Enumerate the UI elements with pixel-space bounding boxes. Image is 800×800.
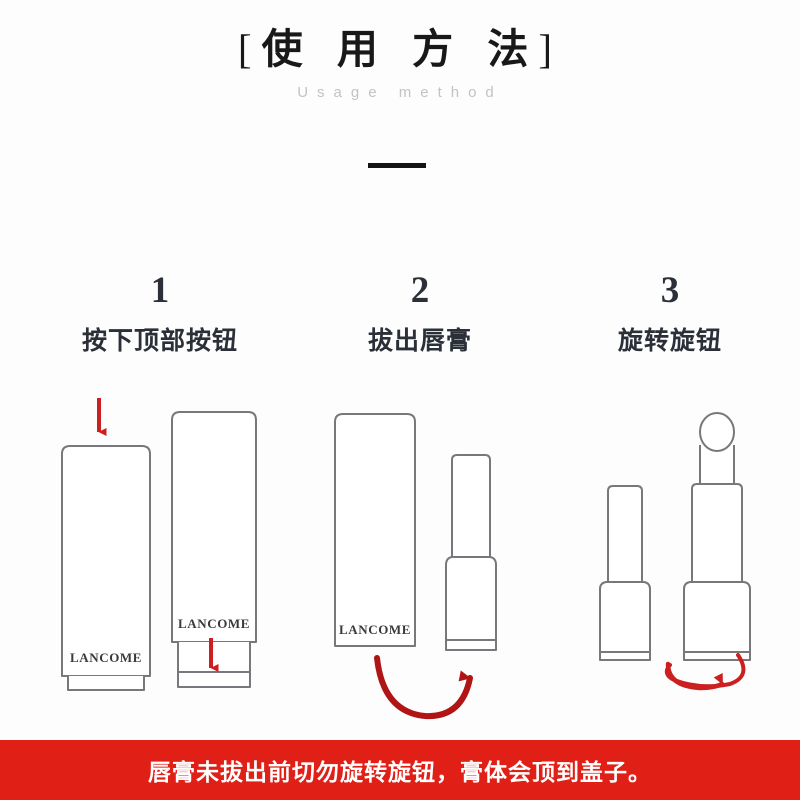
step-2-cap	[334, 413, 416, 647]
page-header: [使 用 方 法] Usage method	[0, 25, 800, 102]
step-1-closed-tube	[61, 445, 151, 691]
step-2-arrow-curve	[374, 655, 473, 720]
warning-banner: 唇膏未拔出前切勿旋转旋钮，膏体会顶到盖子。	[0, 740, 800, 800]
step-1-caption: 1 按下顶部按钮	[30, 272, 290, 357]
step-3-label: 旋转旋钮	[617, 326, 722, 355]
brand-label-step2-cap: LANCOME	[339, 622, 411, 637]
step-1-label: 按下顶部按钮	[81, 326, 238, 355]
step-1-number: 1	[150, 270, 170, 311]
step-3-caption: 3 旋转旋钮	[540, 272, 800, 357]
title-divider	[368, 163, 426, 168]
step-3-body-closed	[599, 485, 651, 661]
title-text: 使 用 方 法	[261, 25, 539, 73]
step-2-number: 2	[410, 270, 430, 311]
step-3-number: 3	[660, 270, 680, 311]
step-1-pressed-tube	[171, 411, 257, 688]
page-title: [使 用 方 法]	[0, 25, 800, 73]
brand-label-step1-left: LANCOME	[70, 650, 142, 665]
brand-label-step1-right: LANCOME	[178, 616, 250, 631]
title-open-bracket: [	[237, 26, 262, 72]
title-close-bracket: ]	[538, 26, 563, 72]
page-subtitle: Usage method	[297, 84, 503, 102]
step-3-body-extended	[683, 412, 751, 661]
step-2-label: 拔出唇膏	[367, 326, 472, 355]
warning-banner-text: 唇膏未拔出前切勿旋转旋钮，膏体会顶到盖子。	[148, 760, 652, 786]
step-2-caption: 2 拔出唇膏	[290, 272, 550, 357]
step-2-lipstick-body	[445, 454, 497, 651]
step-3-arrow-rotate	[664, 653, 746, 691]
usage-illustration: LANCOME LANCOME LANCOME	[61, 398, 751, 720]
